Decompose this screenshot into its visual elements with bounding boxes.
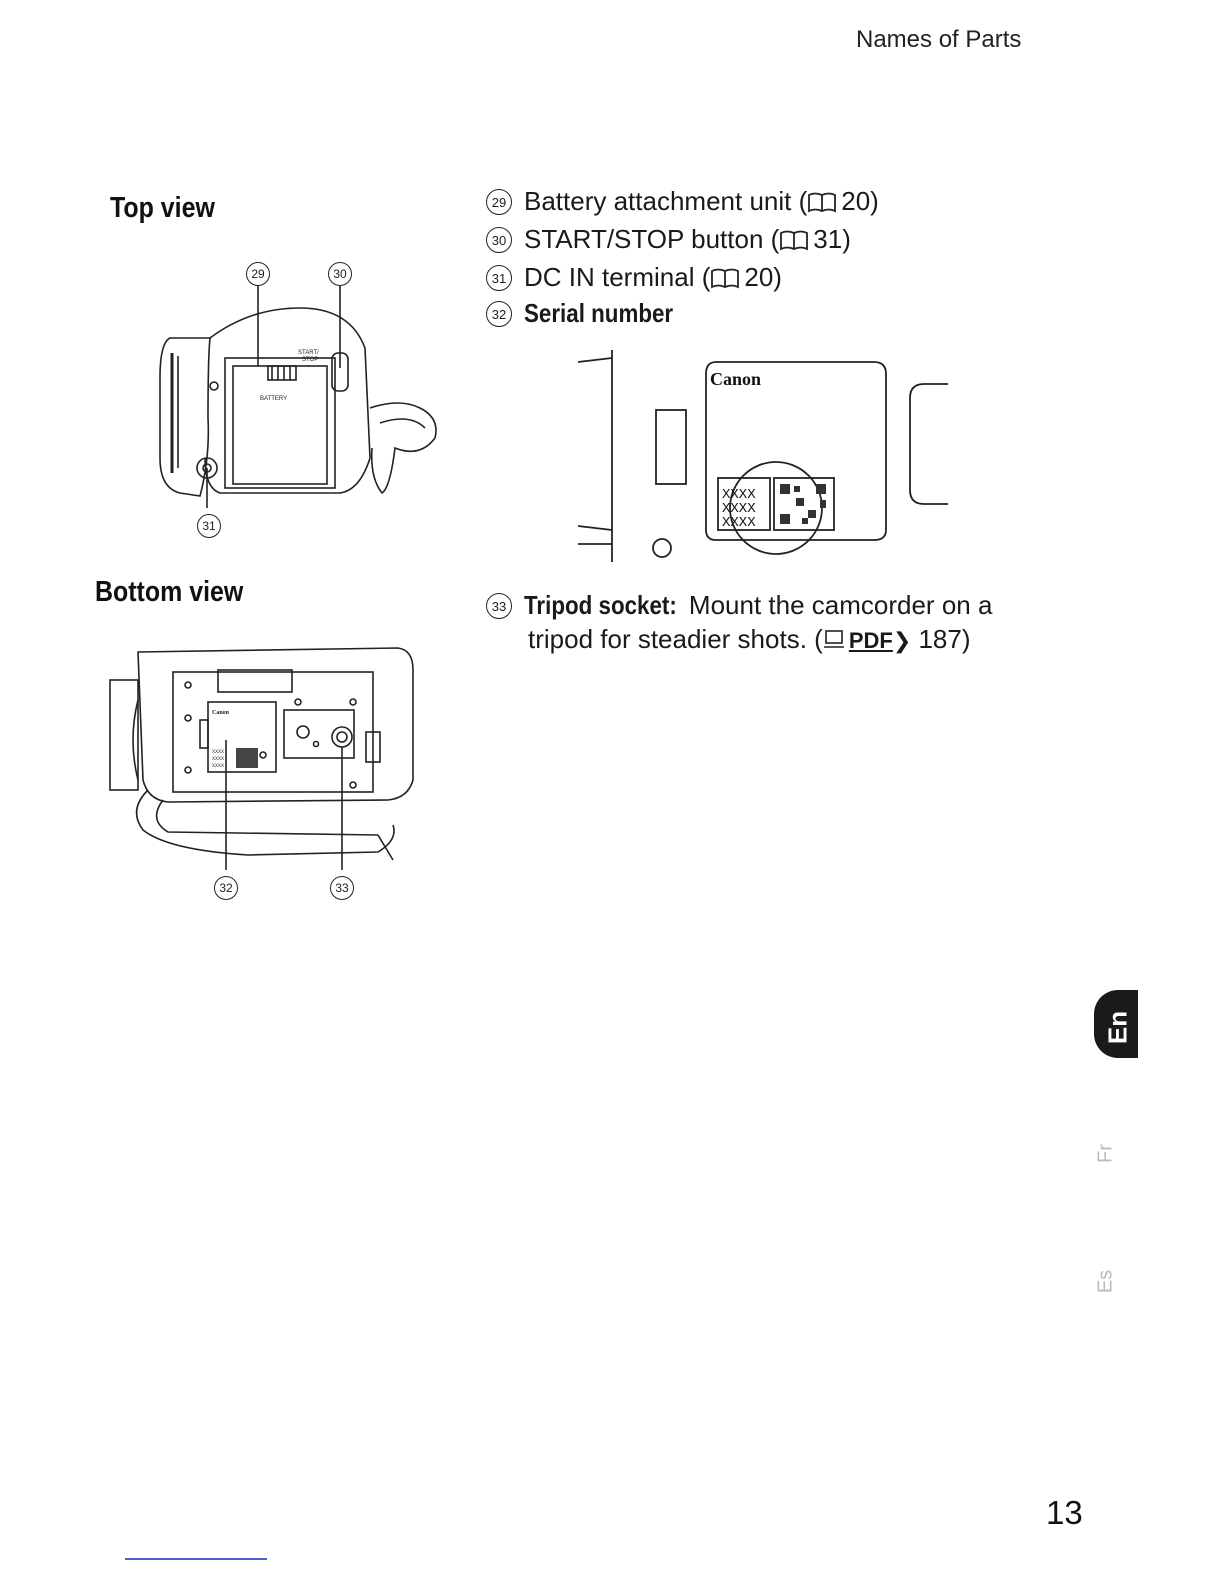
callout-30: 30 [328, 262, 352, 286]
item-number: 33 [486, 593, 512, 619]
svg-text:XXXX: XXXX [212, 763, 224, 769]
item-29: 29 Battery attachment unit ( 20) [486, 186, 879, 217]
serial-number-label: Serial number [524, 298, 673, 329]
svg-text:BATTERY: BATTERY [260, 396, 287, 402]
tripod-description-line2: tripod for steadier shots. ( PDF❯ 187) [528, 624, 971, 655]
serial-brand-label: Canon [710, 369, 761, 389]
svg-text:XXXX: XXXX [212, 749, 224, 755]
svg-text:STOP: STOP [302, 357, 318, 363]
serial-number-illustration: Canon XXXX XXXX XXXX [576, 348, 956, 562]
callout-29: 29 [246, 262, 270, 286]
item-33: 33 Tripod socket: Mount the camcorder on … [486, 590, 992, 621]
item-text: DC IN terminal ( [524, 262, 710, 292]
item-page-ref: 31) [813, 224, 851, 254]
computer-icon [823, 629, 849, 651]
item-number: 32 [486, 301, 512, 327]
svg-text:START/: START/ [298, 350, 319, 356]
callout-32: 32 [214, 876, 238, 900]
bottom-view-illustration: Canon XXXX XXXX XXXX [108, 640, 418, 870]
tripod-page-ref: 187) [911, 624, 970, 654]
item-number: 30 [486, 227, 512, 253]
item-page-ref: 20) [841, 186, 879, 216]
item-page-ref: 20) [744, 262, 782, 292]
language-tab-es[interactable]: Es [1095, 1264, 1118, 1300]
item-number: 31 [486, 265, 512, 291]
item-30: 30 START/STOP button ( 31) [486, 224, 851, 255]
top-view-illustration: START/ STOP BATTERY [150, 258, 450, 538]
section-title: Names of Parts [856, 26, 1021, 54]
item-number: 29 [486, 189, 512, 215]
svg-text:XXXX: XXXX [212, 756, 224, 762]
tripod-text-line2: tripod for steadier shots. ( [528, 624, 823, 654]
callout-33: 33 [330, 876, 354, 900]
tripod-socket-label: Tripod socket: [524, 590, 677, 621]
item-text: Battery attachment unit ( [524, 186, 807, 216]
book-icon [779, 229, 809, 251]
book-icon [807, 191, 837, 213]
item-text: START/STOP button ( [524, 224, 779, 254]
item-32: 32 Serial number [486, 298, 697, 329]
pdf-reference-label: PDF [849, 628, 893, 653]
language-tab-fr[interactable]: Fr [1095, 1136, 1118, 1172]
footer-rule [125, 1558, 267, 1560]
item-31: 31 DC IN terminal ( 20) [486, 262, 782, 293]
language-tab-active[interactable]: En [1094, 990, 1138, 1058]
top-view-heading: Top view [110, 192, 215, 225]
camcorder-top-drawing: START/ STOP BATTERY [150, 258, 450, 538]
callout-31: 31 [197, 514, 221, 538]
bottom-view-heading: Bottom view [95, 576, 243, 609]
bottom-brand-label: Canon [212, 710, 230, 716]
serial-line-3: XXXX [722, 515, 756, 531]
camcorder-bottom-drawing: Canon XXXX XXXX XXXX [108, 640, 418, 870]
tripod-text-line1: Mount the camcorder on a [682, 590, 993, 620]
pdf-arrow-icon: ❯ [893, 628, 911, 653]
language-tab-label: En [1103, 1008, 1134, 1048]
page-number: 13 [1046, 1494, 1083, 1532]
serial-closeup-drawing: Canon XXXX XXXX XXXX [576, 348, 956, 562]
book-icon [710, 267, 740, 289]
